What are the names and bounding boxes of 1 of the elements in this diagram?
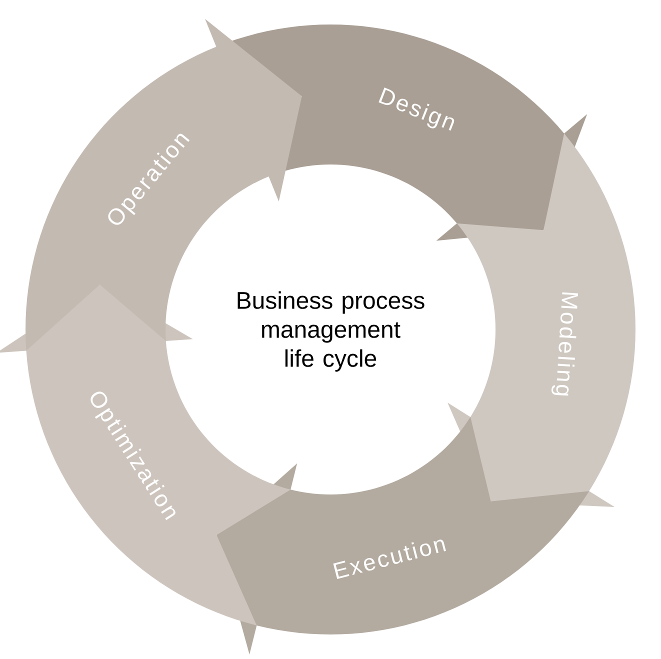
arrow-segment: Modeling (448, 133, 636, 508)
